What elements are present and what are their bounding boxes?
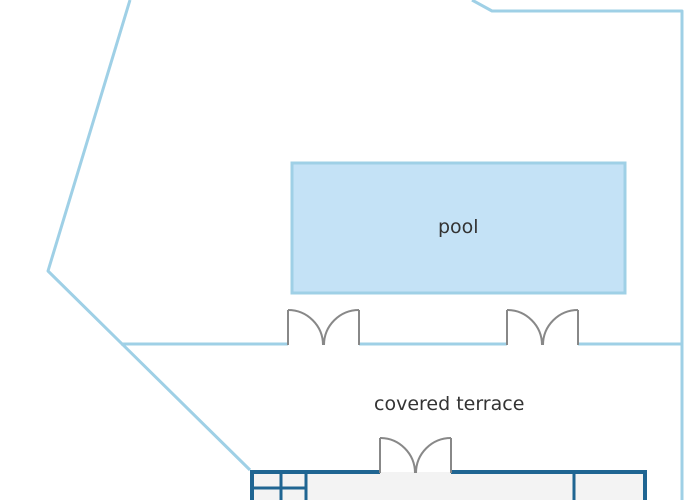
property-outline [46, 0, 684, 500]
double-door-right [506, 309, 579, 346]
covered-terrace-label: covered terrace [374, 393, 525, 415]
pool [290, 161, 627, 295]
house-interior-walls [252, 472, 576, 500]
house-floor [252, 472, 645, 500]
house-entrance-door [379, 437, 452, 474]
double-door-left [287, 309, 360, 346]
pool-label: pool [438, 216, 479, 238]
house-wall [250, 470, 647, 500]
